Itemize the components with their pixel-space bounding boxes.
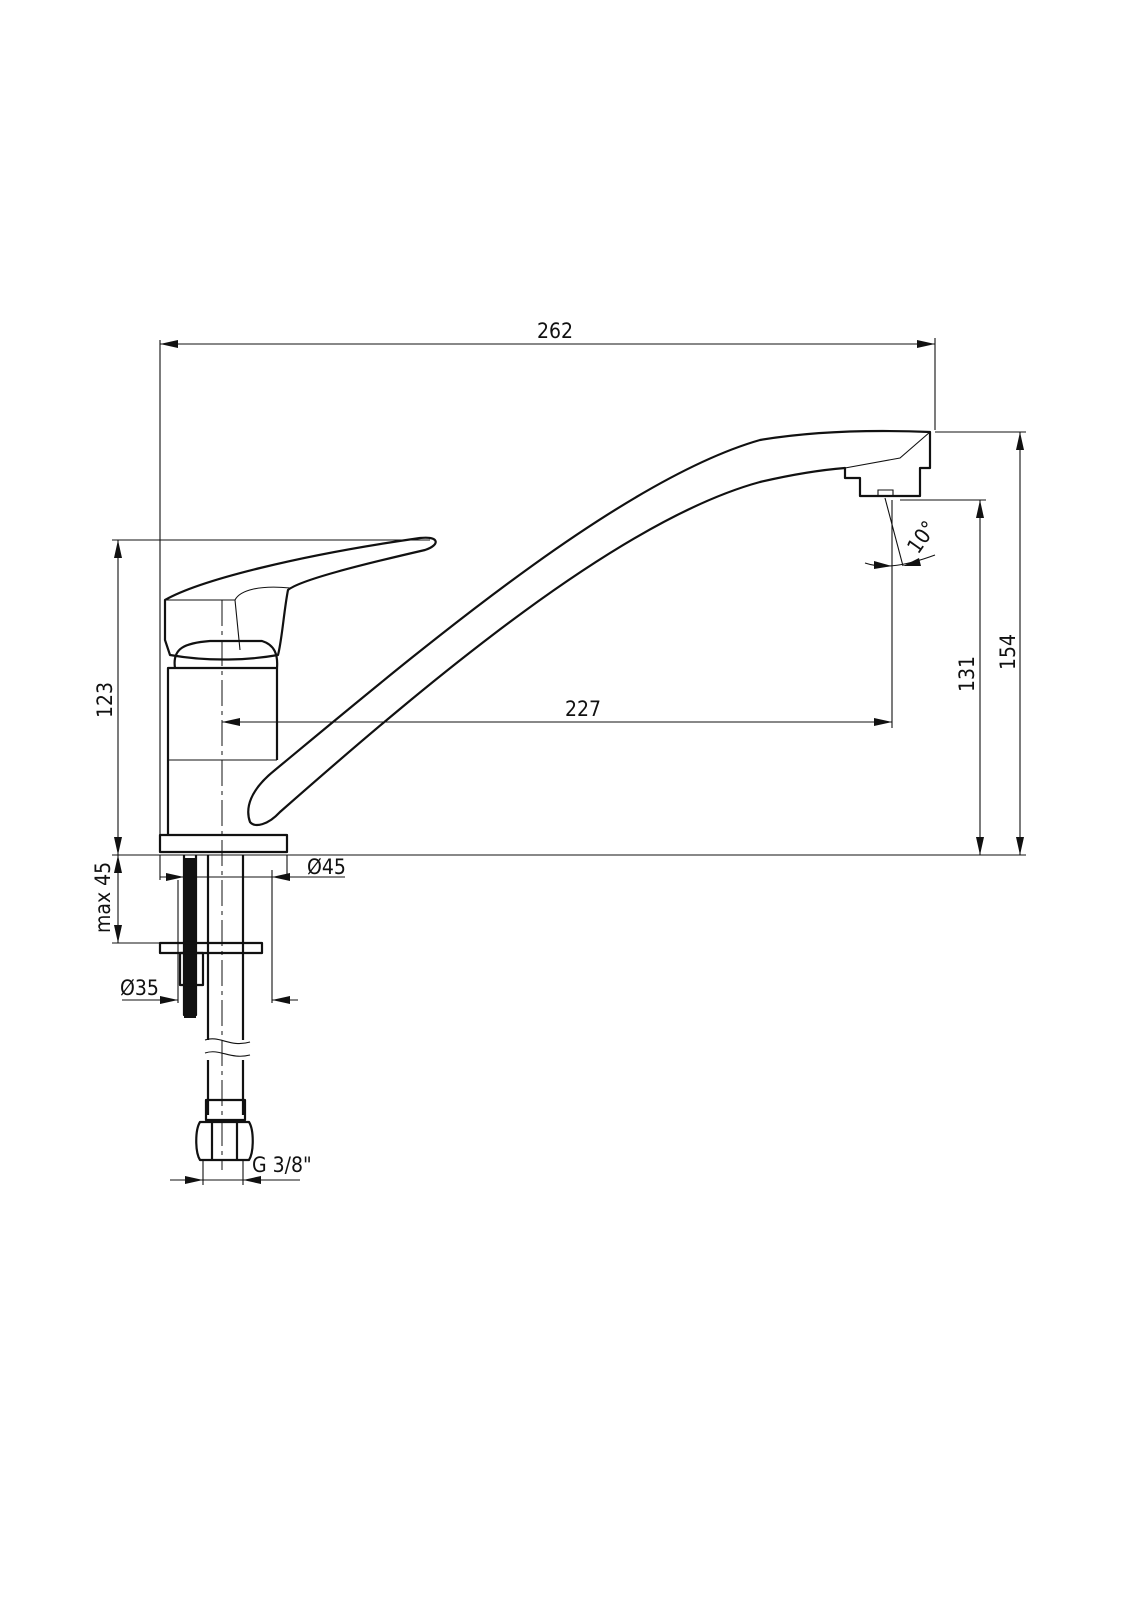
cartridge-cap xyxy=(173,639,279,669)
hose-ferrule xyxy=(204,1098,247,1122)
fixing-nut xyxy=(178,951,205,987)
dim-base-diameter: Ø45 xyxy=(307,855,346,879)
aerator-slot xyxy=(877,489,894,496)
thread-fill xyxy=(184,858,196,1018)
spout-detail xyxy=(844,431,931,469)
dim-total-height: 154 xyxy=(996,634,1020,670)
dimensions: 262 154 131 123 227 10° max 45 Ø45 Ø35 xyxy=(91,319,1026,1185)
mounting-plate xyxy=(158,941,264,955)
base-plate xyxy=(158,833,289,854)
dim-spout-angle: 10° xyxy=(902,517,941,558)
dim-lever-height: 123 xyxy=(93,682,117,718)
dim-connection-thread: G 3/8" xyxy=(252,1153,312,1177)
hose xyxy=(206,855,245,1115)
dim-max-thickness: max 45 xyxy=(91,862,115,933)
dim-spout-reach: 227 xyxy=(565,697,601,721)
body-cylinder xyxy=(166,666,279,835)
faucet-outline xyxy=(158,429,932,1170)
hex-connector-nut xyxy=(195,1120,254,1162)
spout xyxy=(247,429,932,826)
dim-overall-length: 262 xyxy=(537,319,573,343)
lever-handle xyxy=(163,536,437,661)
hose-break xyxy=(204,1038,251,1057)
dim-outlet-height: 131 xyxy=(955,656,979,692)
lever-detail xyxy=(165,586,291,651)
dim-hole-diameter: Ø35 xyxy=(120,976,159,1000)
